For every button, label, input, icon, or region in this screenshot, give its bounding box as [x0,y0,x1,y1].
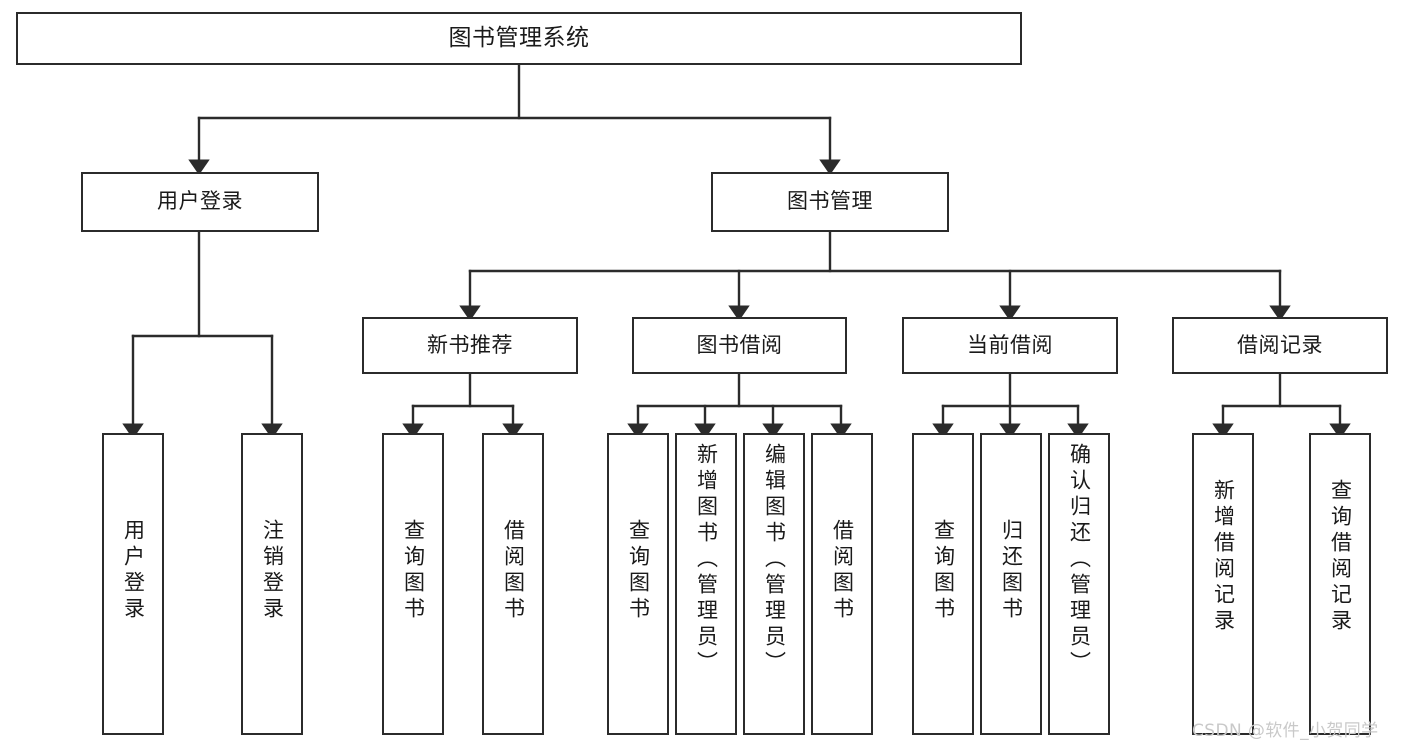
node-root-label: 图书管理系统 [448,24,590,51]
leaf-add-book-label: 新增图书（管理员） [694,443,719,677]
leaf-query-book-2-label: 查询图书 [626,519,651,623]
leaf-return-book[interactable]: 归还图书 [980,433,1042,735]
leaf-add-record[interactable]: 新增借阅记录 [1192,433,1254,735]
leaf-user-login-label: 用户登录 [121,519,146,623]
node-user-login[interactable]: 用户登录 [81,172,319,232]
leaf-return-book-label: 归还图书 [999,519,1024,623]
leaf-edit-book[interactable]: 编辑图书（管理员） [743,433,805,735]
node-current-borrow-label: 当前借阅 [967,332,1053,357]
leaf-user-login[interactable]: 用户登录 [102,433,164,735]
leaf-query-record[interactable]: 查询借阅记录 [1309,433,1371,735]
node-book-borrow-label: 图书借阅 [696,332,783,357]
node-current-borrow[interactable]: 当前借阅 [902,317,1118,374]
node-root[interactable]: 图书管理系统 [16,12,1022,65]
leaf-borrow-book-1-label: 借阅图书 [501,519,526,623]
node-borrow-record-label: 借阅记录 [1237,332,1323,357]
leaf-borrow-book-2-label: 借阅图书 [830,519,855,623]
node-book-borrow[interactable]: 图书借阅 [632,317,847,374]
leaf-query-book-3-label: 查询图书 [931,519,956,623]
node-new-book-recommend-label: 新书推荐 [427,332,513,357]
leaf-confirm-return-label: 确认归还（管理员） [1067,443,1092,677]
leaf-confirm-return[interactable]: 确认归还（管理员） [1048,433,1110,735]
leaf-query-book-2[interactable]: 查询图书 [607,433,669,735]
leaf-borrow-book-2[interactable]: 借阅图书 [811,433,873,735]
node-book-manage-label: 图书管理 [787,189,873,214]
node-new-book-recommend[interactable]: 新书推荐 [362,317,578,374]
node-book-manage[interactable]: 图书管理 [711,172,949,232]
node-borrow-record[interactable]: 借阅记录 [1172,317,1388,374]
leaf-logout-login[interactable]: 注销登录 [241,433,303,735]
node-user-login-label: 用户登录 [157,189,243,214]
leaf-borrow-book-1[interactable]: 借阅图书 [482,433,544,735]
leaf-edit-book-label: 编辑图书（管理员） [762,443,787,677]
csdn-watermark: CSDN @软件_小贺同学 [1192,721,1379,741]
leaf-query-record-label: 查询借阅记录 [1328,479,1353,635]
leaf-query-book-1-label: 查询图书 [401,519,426,623]
leaf-add-book[interactable]: 新增图书（管理员） [675,433,737,735]
leaf-logout-login-label: 注销登录 [260,519,285,623]
leaf-add-record-label: 新增借阅记录 [1211,479,1236,635]
leaf-query-book-3[interactable]: 查询图书 [912,433,974,735]
leaf-query-book-1[interactable]: 查询图书 [382,433,444,735]
